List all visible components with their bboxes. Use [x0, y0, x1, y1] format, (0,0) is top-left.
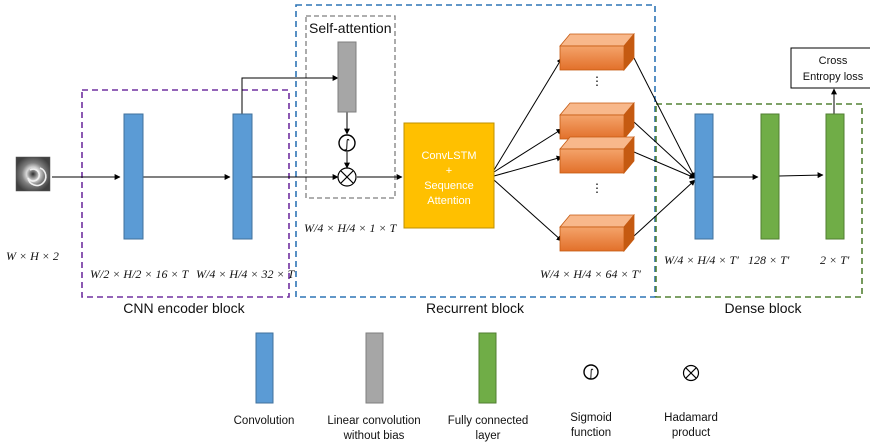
dim-cubes: W/4 × H/4 × 64 × T′: [540, 267, 641, 281]
cube-ellipsis-bottom: ⋮: [591, 181, 603, 195]
fc-layer-2: [825, 113, 845, 240]
legend-label-hadamard-2: product: [672, 427, 711, 439]
output-cube-1: [559, 32, 635, 72]
legend-label-fc-2: layer: [476, 430, 501, 442]
cross-entropy-loss-box: [790, 47, 870, 89]
convlstm-label-line1: ConvLSTM: [421, 150, 476, 162]
legend-label-sigmoid-1: Sigmoid: [570, 412, 612, 424]
legend-label-hadamard-1: Hadamard: [664, 412, 718, 424]
legend-sigmoid-icon: [583, 364, 599, 380]
loss-label-line1: Cross: [819, 55, 848, 67]
output-cube-2: [559, 101, 635, 141]
legend-label-sigmoid-2: function: [571, 427, 611, 439]
dim-dense3: 2 × T′: [820, 253, 850, 267]
edge-convlstm-cube3: [493, 155, 563, 177]
output-cube-3: [559, 135, 635, 175]
loss-label-line2: Entropy loss: [803, 71, 864, 83]
edge-dense2-dense3: [778, 172, 824, 179]
dim-dense2: 128 × T′: [748, 253, 790, 267]
legend-linear-conv-swatch: [365, 332, 384, 404]
sigmoid-node: [338, 134, 356, 152]
sigmoid-symbol: ∫: [344, 137, 350, 151]
edge-convlstm-cube2: [493, 128, 563, 173]
convlstm-label-line3: Sequence: [424, 180, 474, 192]
hadamard-cross-2: [340, 170, 354, 184]
dense-conv-layer: [694, 113, 714, 240]
dim-attention: W/4 × H/4 × 1 × T: [304, 221, 398, 235]
cnn-encoder-block-label: CNN encoder block: [123, 300, 245, 316]
edge-cube4-dense1: [633, 179, 696, 237]
linear-conv-layer: [337, 41, 357, 113]
self-attention-label: Self-attention: [309, 20, 392, 36]
recurrent-block-label: Recurrent block: [426, 300, 525, 316]
dim-conv2: W/4 × H/4 × 32 × T: [196, 267, 296, 281]
legend-convolution-swatch: [255, 332, 274, 404]
edge-convlstm-cube1: [493, 57, 563, 171]
dim-conv1: W/2 × H/2 × 16 × T: [90, 267, 190, 281]
conv-layer-2: [232, 113, 253, 240]
legend-hadamard-cross-2: [685, 367, 697, 379]
edge-convlstm-cube4: [493, 179, 563, 242]
convlstm-label-line4: Attention: [427, 195, 470, 207]
edge-conv2-linear: [241, 75, 339, 114]
dense-block-label: Dense block: [724, 300, 802, 316]
self-attention-border: [305, 15, 396, 199]
cube-ellipsis-top: ⋮: [591, 74, 603, 88]
dim-input: W × H × 2: [6, 249, 59, 263]
dense-block-border: [655, 103, 863, 298]
legend-label-convolution: Convolution: [234, 415, 295, 427]
legend-label-linear-2: without bias: [343, 430, 405, 442]
edge-cube1-dense1: [633, 57, 696, 179]
edge-cube2-dense1: [633, 121, 696, 179]
legend-sigmoid-symbol: ∫: [588, 367, 594, 380]
output-cube-4: [559, 213, 635, 253]
fc-layer-1: [760, 113, 780, 240]
convlstm-label-line2: +: [446, 165, 452, 177]
convlstm-node: [403, 122, 495, 229]
legend-label-linear-1: Linear convolution: [327, 415, 420, 427]
cnn-encoder-block-border: [81, 89, 290, 298]
conv-layer-1: [123, 113, 144, 240]
edge-cube3-dense1: [633, 151, 696, 179]
dim-dense1: W/4 × H/4 × T′: [664, 253, 739, 267]
legend-label-fc-1: Fully connected: [448, 415, 529, 427]
input-swirl-pattern: [27, 167, 47, 187]
legend-fc-swatch: [478, 332, 497, 404]
recurrent-block-border: [295, 4, 656, 298]
